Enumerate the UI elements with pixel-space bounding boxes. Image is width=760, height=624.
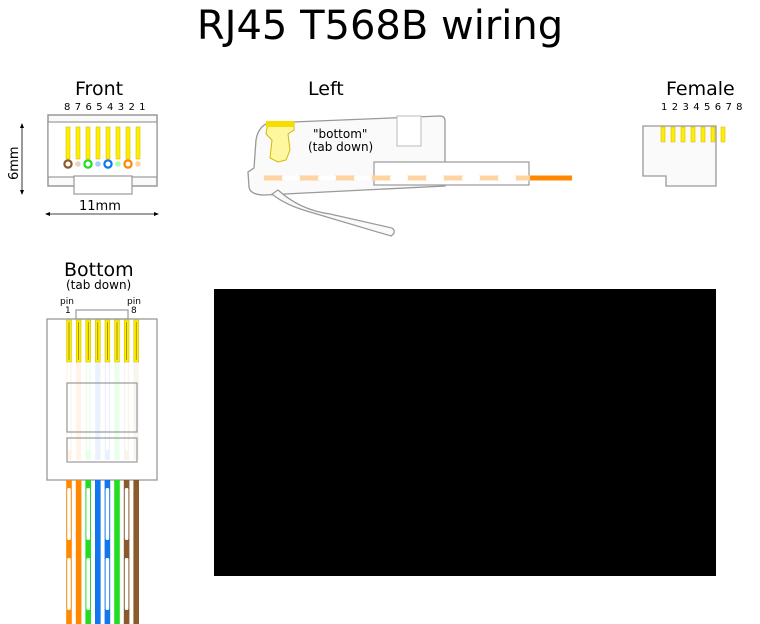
front-wire-end [135, 161, 141, 167]
female-connector [642, 125, 726, 187]
left-wire-stripe [390, 175, 408, 181]
pin8-label-top: pin [127, 297, 141, 307]
female-contact [710, 126, 716, 143]
front-contact [85, 126, 91, 160]
front-wire-end [95, 161, 101, 167]
female-contact [670, 126, 676, 143]
female-contact [700, 126, 706, 143]
bottom-wire-stripe [105, 558, 110, 610]
left-wire-stripe [426, 175, 444, 181]
front-contact [95, 126, 101, 160]
left-note-line2: (tab down) [308, 140, 374, 154]
front-width-label: 11mm [79, 199, 121, 214]
bottom-wire-stripe [67, 488, 71, 540]
bottom-heading: Bottom [64, 259, 134, 281]
bottom-wire-outer [133, 480, 139, 624]
bottom-wire-outer [114, 480, 120, 624]
bottom-wire-stripe [86, 558, 90, 610]
bottom-wire-outer [123, 480, 130, 624]
left-wire-stripe [462, 175, 480, 181]
front-contact [115, 126, 121, 160]
left-note-line1: "bottom" [313, 127, 368, 141]
bottom-wire-outer [104, 480, 111, 624]
left-wire-stripe [354, 175, 372, 181]
bottom-wire-stripe [86, 488, 90, 540]
front-wire-end [123, 159, 133, 169]
page-title: RJ45 T568B wiring [196, 3, 564, 49]
front-contact [75, 126, 81, 160]
left-wire-stripe [318, 175, 336, 181]
front-wire-end [75, 161, 81, 167]
left-connector [247, 115, 572, 237]
bottom-wire-outer [95, 480, 101, 624]
front-contact [135, 126, 141, 160]
front-heading: Front [75, 78, 124, 100]
female-contact [720, 126, 726, 143]
bottom-subheading: (tab down) [66, 278, 132, 292]
left-wire-stripe [282, 175, 300, 181]
female-contact [660, 126, 666, 143]
female-contact [680, 126, 686, 143]
front-wire-end [83, 159, 93, 169]
female-pin-numbers: 1 2 3 4 5 6 7 8 [661, 102, 744, 113]
front-pin-numbers: 8 7 6 5 4 3 2 1 [64, 102, 147, 113]
front-contact [65, 126, 71, 160]
bottom-wire-outer [85, 480, 91, 624]
front-connector [20, 114, 159, 216]
pin1-label-top: pin [60, 297, 74, 307]
bottom-wire-stripe [105, 488, 110, 540]
bottom-wire-outer [75, 480, 82, 624]
left-wire-stripe [498, 175, 516, 181]
front-contact [125, 126, 131, 160]
black-panel [214, 289, 716, 576]
bottom-wire-stripe [124, 558, 129, 610]
bottom-wire-stripe [67, 558, 71, 610]
front-wire-end [63, 159, 73, 169]
front-contact [105, 126, 111, 160]
bottom-wire-outer [66, 480, 72, 624]
female-contact [690, 126, 696, 143]
wiring-diagram [20, 114, 726, 624]
left-heading: Left [308, 78, 344, 100]
pin1-label-num: 1 [65, 306, 71, 316]
bottom-connector [46, 309, 158, 624]
bottom-wire-stripe [124, 488, 129, 540]
front-wire-end [115, 161, 121, 167]
front-wire-end [103, 159, 113, 169]
pin8-label-num: 8 [131, 306, 137, 316]
female-heading: Female [666, 78, 735, 100]
